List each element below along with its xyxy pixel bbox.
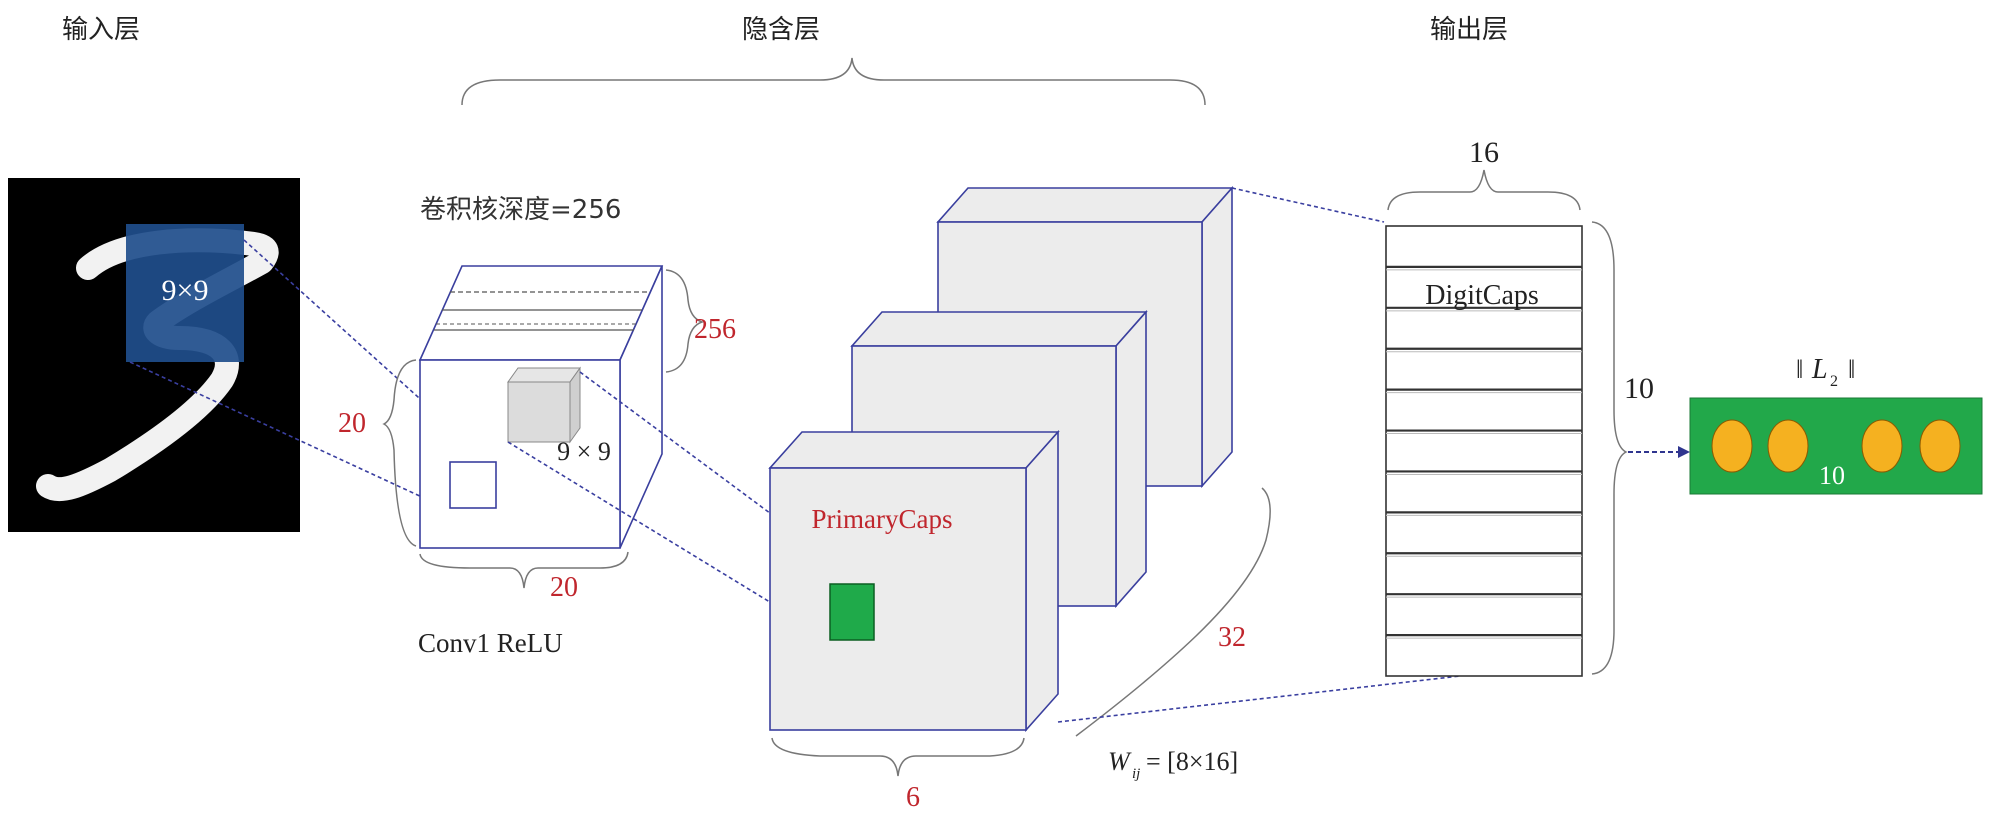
conv1-width-brace [419, 551, 629, 589]
kernel-window: 9×9 [126, 224, 244, 362]
output-capsule-4 [1919, 419, 1961, 473]
weight-subscript: ij [1132, 766, 1140, 782]
weight-dimension: = [8×16] [1146, 747, 1238, 776]
digitcaps-width-brace [1387, 169, 1581, 211]
primarycaps-label: PrimaryCaps [812, 504, 953, 534]
digitcaps-frame [1385, 225, 1583, 677]
output-vector: 10 [1689, 397, 1983, 495]
conv1-height-brace [382, 359, 417, 547]
output-count-value: 10 [1819, 461, 1845, 490]
caps-projection-lines [1057, 187, 1461, 723]
conv1-caption: Conv1 ReLU [418, 628, 563, 658]
primarycaps-green-capsule [829, 583, 875, 641]
output-layer-title: 输出层 [1430, 15, 1508, 45]
weight-matrix-label: W ij = [8×16] [1108, 747, 1238, 782]
norm-label: ‖ L 2 ‖ [1796, 354, 1855, 390]
digitcaps-width-value: 16 [1469, 136, 1499, 169]
norm-subscript: 2 [1830, 373, 1838, 390]
digitcaps-count-value: 10 [1624, 372, 1654, 405]
digitcaps-label: DigitCaps [1425, 280, 1539, 311]
output-capsule-2 [1767, 419, 1809, 473]
output-capsule-1 [1711, 419, 1753, 473]
norm-symbol: L [1811, 354, 1828, 385]
digitcaps-column [1385, 225, 1583, 677]
primarycaps-width-value: 6 [906, 782, 920, 813]
conv1-receptive-square [449, 461, 497, 509]
digitcaps-count-brace [1591, 221, 1628, 675]
output-capsule-3 [1861, 419, 1903, 473]
norm-close-bar: ‖ [1848, 355, 1855, 384]
conv1-depth-value: 256 [694, 314, 736, 345]
primarycaps-count-value: 32 [1218, 622, 1246, 653]
conv1-kernel-label: 9 × 9 [557, 437, 611, 466]
primarycaps-layer-front [768, 429, 1060, 733]
kernel-size-label: 9×9 [162, 274, 209, 307]
conv1-cube [418, 265, 664, 549]
kernel-depth-label: 卷积核深度=256 [420, 195, 621, 225]
weight-symbol: W [1108, 747, 1132, 776]
hidden-layer-brace [461, 57, 1206, 106]
primarycaps-count-brace [1075, 487, 1271, 737]
conv1-width-value: 20 [550, 572, 578, 603]
primarycaps-width-brace [771, 737, 1025, 777]
conv1-kernel-cube [507, 366, 581, 444]
hidden-layer-title: 隐含层 [742, 15, 820, 45]
conv1-height-value: 20 [338, 408, 366, 439]
norm-open-bar: ‖ [1796, 355, 1803, 384]
input-layer-title: 输入层 [62, 15, 140, 45]
conv1-depth-brace [665, 269, 705, 373]
